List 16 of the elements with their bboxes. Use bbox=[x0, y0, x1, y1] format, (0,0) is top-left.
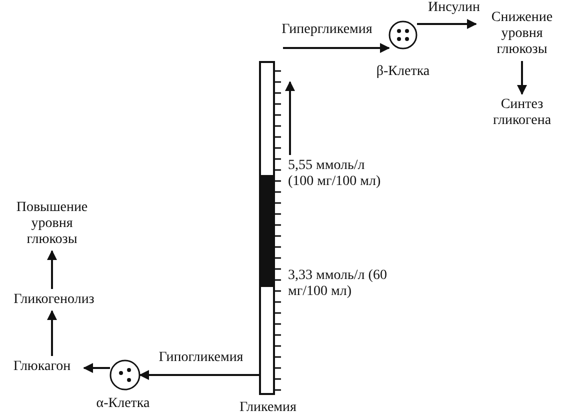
arrow bbox=[139, 370, 260, 380]
step-text: Синтез гликогена bbox=[482, 97, 562, 129]
step-text: Гликогенолиз bbox=[0, 292, 108, 308]
scale-title: Гликемия bbox=[238, 400, 298, 416]
step-text: Повышение уровня глюкозы bbox=[6, 200, 98, 248]
step-text: Глюкагон bbox=[2, 359, 82, 375]
arrow bbox=[47, 310, 57, 356]
arrow bbox=[47, 250, 57, 289]
arrow bbox=[83, 363, 110, 373]
cell-label: β-Клетка bbox=[375, 64, 431, 80]
cell-label: α-Клетка bbox=[95, 396, 151, 412]
arrow bbox=[283, 43, 390, 53]
arrow bbox=[517, 61, 527, 95]
scale-value: 3,33 ммоль/л (60 мг/100 мл) bbox=[288, 268, 388, 300]
arrow bbox=[417, 19, 477, 29]
scale-value: 5,55 ммоль/л (100 мг/100 мл) bbox=[288, 158, 382, 190]
